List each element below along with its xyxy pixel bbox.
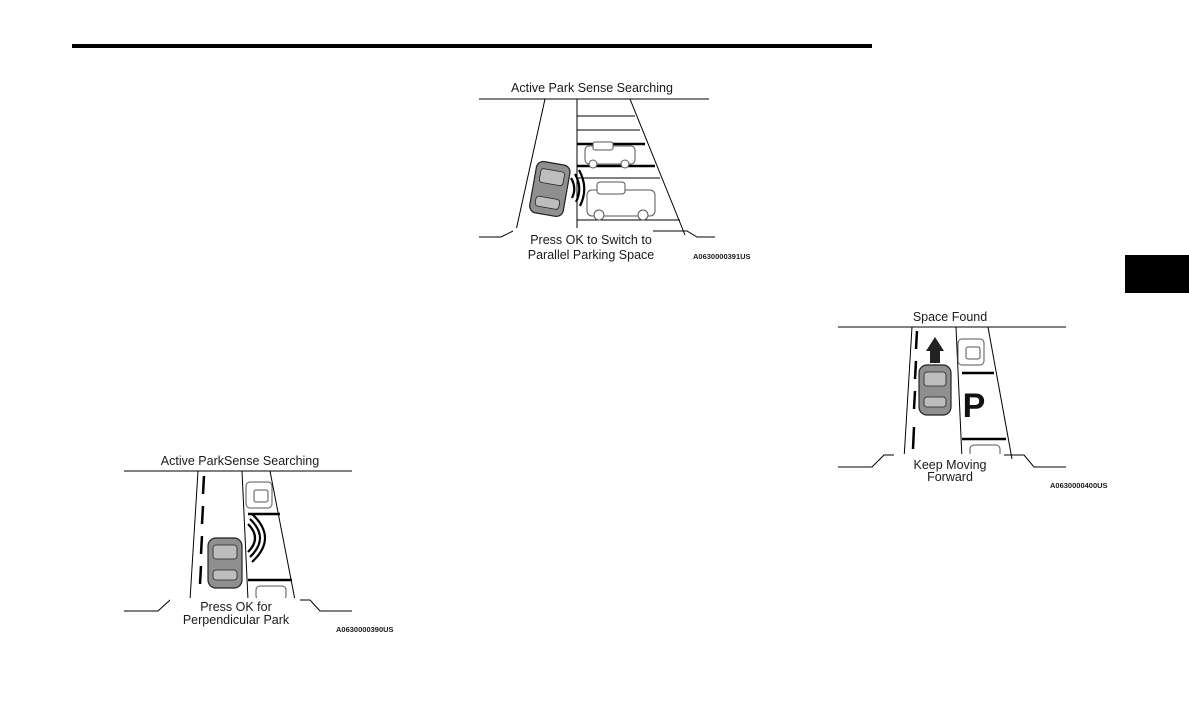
figure-title: Active ParkSense Searching bbox=[161, 454, 319, 468]
figure-caption-line: Press OK for bbox=[200, 600, 272, 614]
parked-car-icon bbox=[958, 339, 984, 365]
sensor-waves-icon bbox=[571, 170, 584, 206]
section-tab bbox=[1125, 255, 1189, 293]
figure-title: Space Found bbox=[913, 310, 987, 324]
vehicle-icon bbox=[208, 538, 242, 588]
figure-parallel-search-illustration: Active Park Sense Searching bbox=[475, 78, 765, 268]
figure-caption-line: Forward bbox=[927, 470, 973, 484]
figure-perpendicular-search: Active ParkSense Searching bbox=[120, 452, 410, 642]
sensor-waves-icon bbox=[248, 514, 265, 562]
figure-caption-line: Parallel Parking Space bbox=[528, 248, 655, 262]
figure-caption-line: Press OK to Switch to bbox=[530, 233, 652, 247]
parking-space-marker: P bbox=[963, 387, 986, 425]
figure-code: A0630000391US bbox=[693, 252, 751, 261]
parked-car-icon bbox=[256, 586, 286, 600]
figure-perpendicular-search-illustration: Active ParkSense Searching bbox=[120, 452, 410, 642]
figure-parallel-search: Active Park Sense Searching bbox=[475, 78, 765, 268]
parked-car-icon bbox=[585, 142, 635, 168]
vehicle-icon bbox=[529, 160, 572, 217]
figure-space-found-illustration: Space Found bbox=[834, 309, 1124, 499]
figure-code: A0630000400US bbox=[1050, 481, 1108, 490]
forward-arrow-icon bbox=[926, 337, 944, 363]
vehicle-icon bbox=[919, 365, 951, 415]
figure-caption-line: Perpendicular Park bbox=[183, 613, 290, 627]
figure-code: A0630000390US bbox=[336, 625, 394, 634]
figure-space-found: Space Found bbox=[834, 309, 1124, 499]
header-rule bbox=[72, 44, 872, 48]
figure-title: Active Park Sense Searching bbox=[511, 81, 673, 95]
parked-car-icon bbox=[587, 182, 655, 220]
parked-car-icon bbox=[246, 482, 272, 508]
